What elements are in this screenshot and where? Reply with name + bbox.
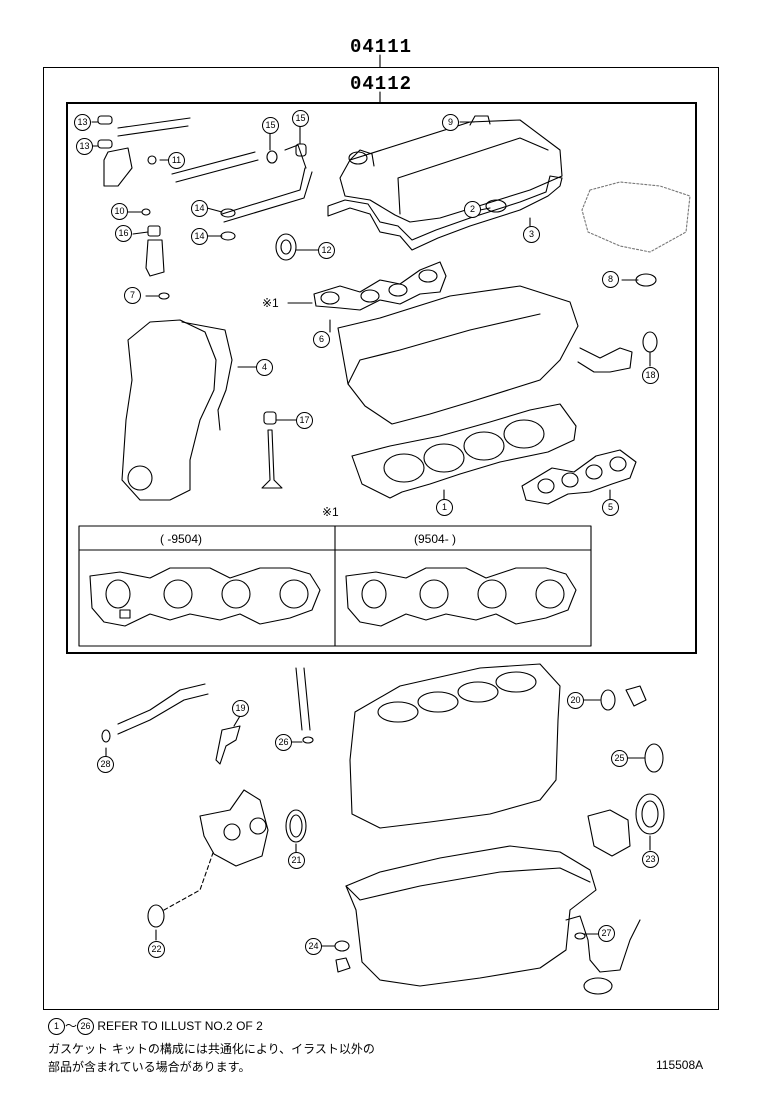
callout-26: 26 <box>275 734 292 751</box>
callout-16: 16 <box>115 225 132 242</box>
ref-mark-table: ※1 <box>322 505 339 519</box>
callout-7: 7 <box>124 287 141 304</box>
refer-start-callout: 1 <box>48 1018 65 1036</box>
callout-1: 1 <box>436 499 453 516</box>
outer-kit-frame <box>43 67 719 1010</box>
callout-13b: 13 <box>76 138 93 155</box>
callout-24: 24 <box>305 938 322 955</box>
inner-kit-frame <box>66 102 697 654</box>
variant-table <box>78 525 592 647</box>
callout-8: 8 <box>602 271 619 288</box>
callout-27: 27 <box>598 925 615 942</box>
cylinder-block <box>349 663 561 829</box>
callout-4: 4 <box>256 359 273 376</box>
callout-5: 5 <box>602 499 619 516</box>
callout-12: 12 <box>318 242 335 259</box>
callout-14a: 14 <box>191 200 208 217</box>
variant-right-header: (9504- ) <box>414 532 457 546</box>
callout-28: 28 <box>97 756 114 773</box>
outer-kit-code: 04111 <box>350 36 413 58</box>
callout-22: 22 <box>148 941 165 958</box>
inner-kit-code: 04112 <box>350 73 413 95</box>
oil-pan <box>345 845 597 987</box>
callout-14b: 14 <box>191 228 208 245</box>
callout-19: 19 <box>232 700 249 717</box>
cylinder-head-gasket <box>351 403 577 499</box>
callout-25: 25 <box>611 750 628 767</box>
callout-15b: 15 <box>292 110 309 127</box>
callout-10: 10 <box>111 203 128 220</box>
callout-2: 2 <box>464 201 481 218</box>
callout-3: 3 <box>523 226 540 243</box>
callout-9: 9 <box>442 114 459 131</box>
callout-13a: 13 <box>74 114 91 131</box>
callout-23: 23 <box>642 851 659 868</box>
callout-15a: 15 <box>262 117 279 134</box>
head-cover-gasket <box>327 175 563 251</box>
variant-left-header: ( -9504) <box>160 532 203 546</box>
japanese-note-line2: 部品が含まれている場合があります。 <box>48 1060 251 1074</box>
callout-17: 17 <box>296 412 313 429</box>
callout-20: 20 <box>567 692 584 709</box>
refer-text: REFER TO ILLUST NO.2 OF 2 <box>97 1019 263 1033</box>
refer-tilde: ～ <box>65 1019 78 1033</box>
exhaust-manifold-gasket <box>521 449 637 505</box>
callout-6: 6 <box>313 331 330 348</box>
intake-manifold-gasket <box>313 261 447 311</box>
drawing-number: 115508A <box>656 1058 704 1072</box>
refer-note: 1～26 REFER TO ILLUST NO.2 OF 2 <box>48 1017 263 1036</box>
refer-end-callout: 26 <box>77 1018 95 1036</box>
callout-11: 11 <box>168 152 185 169</box>
japanese-note-line1: ガスケット キットの構成には共通化により、イラスト以外の <box>48 1042 375 1056</box>
callout-18: 18 <box>642 367 659 384</box>
callout-21: 21 <box>288 852 305 869</box>
ref-mark-upper: ※1 <box>262 296 279 310</box>
